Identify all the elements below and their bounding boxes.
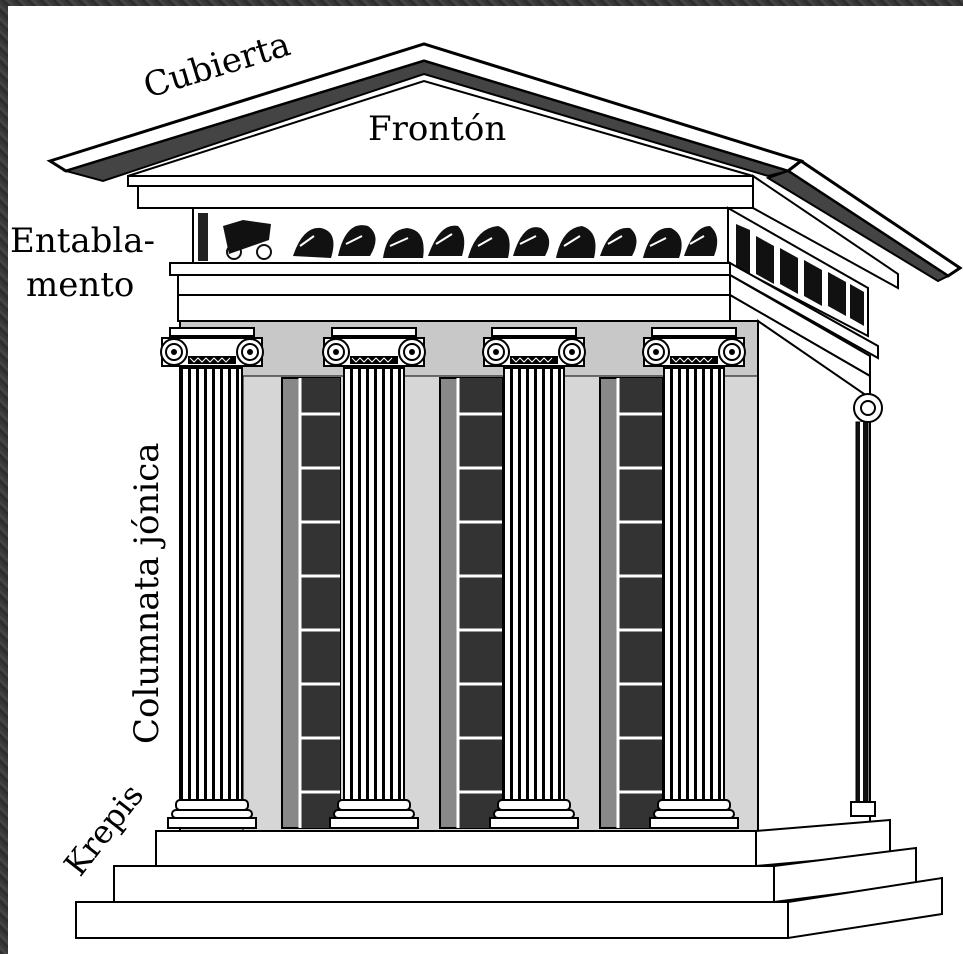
ionic-temple-diagram: Cubierta Frontón Entabla- mento Columnat… bbox=[8, 6, 963, 954]
label-entablature-2: mento bbox=[26, 265, 134, 305]
label-entablature-1: Entabla- bbox=[10, 221, 155, 261]
diagram-panel: Cubierta Frontón Entabla- mento Columnat… bbox=[8, 6, 963, 954]
label-pediment: Frontón bbox=[368, 109, 506, 149]
opening-3 bbox=[600, 378, 662, 828]
opening-2 bbox=[440, 378, 502, 828]
column-side bbox=[851, 394, 882, 816]
opening-1 bbox=[282, 378, 340, 828]
krepis bbox=[76, 820, 942, 938]
openings bbox=[282, 378, 662, 828]
label-colonnade: Columnata jónica bbox=[127, 442, 167, 744]
